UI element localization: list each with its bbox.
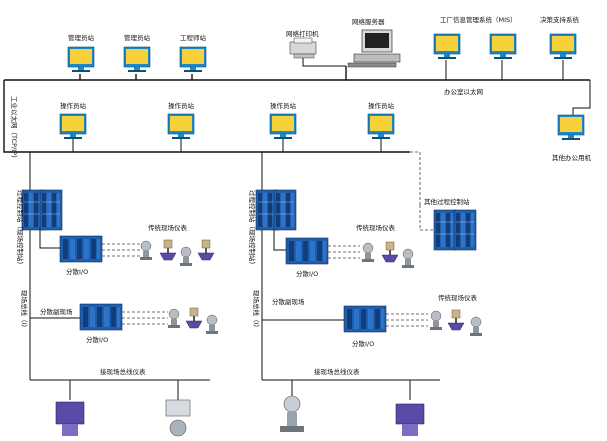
svg-text:网络服务器: 网络服务器 <box>352 17 385 26</box>
svg-text:工厂信息管理系统（MIS）: 工厂信息管理系统（MIS） <box>440 15 517 24</box>
fieldbus-right-label: 现场总线（I） <box>252 290 261 331</box>
svg-text:操作员站: 操作员站 <box>60 101 87 110</box>
mis-station: 工厂信息管理系统（MIS） <box>433 15 517 60</box>
transmitter-icon <box>280 395 304 432</box>
field-instruments-right <box>361 241 415 269</box>
operator-station-1: 操作员站 <box>59 101 87 152</box>
fieldbus-devices-left <box>55 399 191 437</box>
process-station-right <box>255 189 297 231</box>
distributed-field-right: 分散副现场 <box>272 297 305 306</box>
decision-support-station: 决策支持系统 <box>540 15 580 60</box>
engineer-station: 工程师站 <box>179 33 207 73</box>
svg-text:分散I/O: 分散I/O <box>296 269 318 278</box>
distributed-io-left: 分散I/O <box>59 235 103 276</box>
traditional-instruments-left: 传统现场仪表 <box>148 223 188 232</box>
transmitter-icon <box>205 314 219 335</box>
traditional-instruments-right: 传统现场仪表 <box>356 223 396 232</box>
transmitter-icon <box>167 308 181 329</box>
printer-icon <box>289 37 317 59</box>
other-process-station-label: 其他过程控制站 <box>424 197 470 206</box>
svg-text:分散I/O: 分散I/O <box>352 339 374 348</box>
valve-icon <box>197 239 215 261</box>
svg-text:操作员站: 操作员站 <box>168 101 195 110</box>
transmitter-icon <box>179 246 193 267</box>
server-icon <box>347 29 401 68</box>
valve-icon <box>185 307 203 329</box>
field-instruments-right-2 <box>429 309 483 337</box>
transmitter-icon <box>469 316 483 337</box>
fieldbus-instruments-right: 接现场总线仪表 <box>314 367 360 376</box>
other-process-rack <box>433 209 477 251</box>
valve-icon <box>55 401 85 436</box>
valve-icon <box>447 309 465 331</box>
process-station-right-label: 过程控制站（现场控制站） <box>248 190 257 268</box>
mgmt-station-1: 管理员站 <box>67 33 95 73</box>
fieldbus-left-label: 现场总线（I） <box>20 290 29 331</box>
svg-text:管理员站: 管理员站 <box>68 33 95 42</box>
operator-station-2: 操作员站 <box>167 101 195 152</box>
svg-text:分散I/O: 分散I/O <box>66 267 88 276</box>
valve-icon <box>159 239 177 261</box>
fieldbus-instruments-left: 接现场总线仪表 <box>100 367 146 376</box>
distributed-field-left: 分散副现场 <box>40 307 73 316</box>
network-server: 网络服务器 <box>347 17 401 68</box>
traditional-instruments-right-2: 传统现场仪表 <box>438 293 478 302</box>
operator-station-3: 操作员站 <box>269 101 297 152</box>
svg-text:分散I/O: 分散I/O <box>86 335 108 344</box>
svg-text:操作员站: 操作员站 <box>270 101 297 110</box>
transmitter-icon <box>361 242 375 263</box>
svg-text:网络打印机: 网络打印机 <box>286 29 319 38</box>
distributed-io-right: 分散I/O <box>285 237 329 278</box>
industrial-ethernet-label: 工业以太网（TCP/IP） <box>10 96 19 162</box>
distributed-io-right-2: 分散I/O <box>343 305 387 348</box>
transmitter-icon <box>401 248 415 269</box>
svg-text:工程师站: 工程师站 <box>180 33 207 42</box>
transmitter-icon <box>165 399 191 437</box>
svg-text:决策支持系统: 决策支持系统 <box>540 15 580 24</box>
other-office-pc: 其他办公用机 <box>552 114 592 162</box>
process-station-left-label: 过程控制站（现场控制站） <box>16 190 25 268</box>
field-instruments-left <box>139 239 215 267</box>
network-printer: 网络打印机 <box>286 29 319 59</box>
svg-text:管理员站: 管理员站 <box>124 33 151 42</box>
transmitter-icon <box>429 310 443 331</box>
office-ethernet-label: 办公室以太网 <box>444 87 483 96</box>
operator-station-4: 操作员站 <box>367 101 395 152</box>
mgmt-station-2: 管理员站 <box>123 33 151 73</box>
svg-text:其他办公用机: 其他办公用机 <box>552 153 592 162</box>
distributed-io-left-2: 分散I/O <box>79 303 123 344</box>
transmitter-icon <box>139 240 153 261</box>
valve-icon <box>381 241 399 263</box>
valve-icon <box>395 403 425 436</box>
field-instruments-left-2 <box>167 307 219 335</box>
process-station-left <box>21 189 63 231</box>
svg-text:操作员站: 操作员站 <box>368 101 395 110</box>
fieldbus-devices-right <box>280 395 425 436</box>
